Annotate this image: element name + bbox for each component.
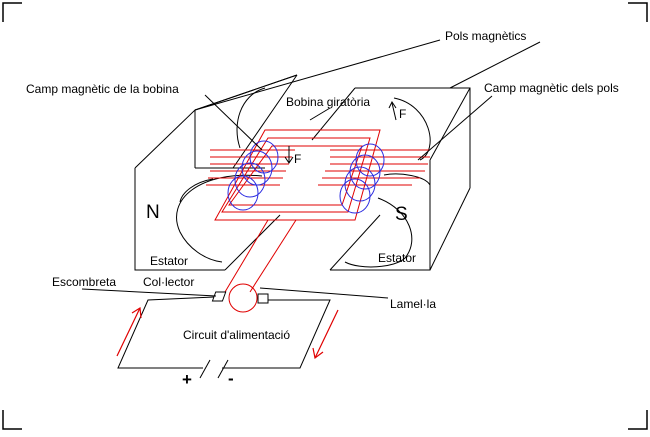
- escombreta-leader: [81, 288, 217, 297]
- label-estator-left: Estator: [150, 254, 188, 268]
- force-arrow-left: [284, 146, 294, 164]
- camp-bobina-leader: [204, 94, 263, 151]
- bobina-leader: [309, 107, 331, 121]
- coil-field-loops: [227, 140, 385, 214]
- label-minus: -: [228, 369, 234, 388]
- label-force-right: F: [399, 107, 406, 121]
- current-arrows: [116, 306, 339, 360]
- label-plus: +: [182, 370, 192, 389]
- brush-right: [257, 293, 269, 304]
- label-estator-right: Estator: [378, 251, 416, 265]
- lamella-leader: [259, 287, 389, 299]
- south-pole-block: [311, 87, 471, 271]
- force-arrow-right: [388, 101, 397, 121]
- label-collector: Col·lector: [143, 275, 194, 289]
- label-escombreta: Escombreta: [52, 275, 116, 289]
- brush-left: [211, 291, 227, 302]
- label-pole-n: N: [146, 202, 160, 223]
- label-camp-pols: Camp magnètic dels pols: [484, 81, 619, 95]
- camp-pols-leader: [417, 95, 493, 161]
- label-bobina-giratoria: Bobina giratòria: [286, 95, 370, 109]
- supply-circuit: [117, 296, 331, 379]
- north-pole-block: [134, 74, 298, 271]
- corner-marks: [2, 2, 648, 430]
- pols-leader-lines: [194, 39, 541, 111]
- label-camp-bobina: Camp magnètic de la bobina: [26, 82, 179, 96]
- commutator: [228, 283, 258, 313]
- label-pole-s: S: [395, 204, 408, 225]
- label-circuit: Circuit d'alimentació: [183, 328, 290, 342]
- rotating-coil: [206, 129, 430, 293]
- label-lamella: Lamel·la: [390, 297, 436, 311]
- pole-field-arcs: [236, 87, 431, 161]
- label-pols-magnetics: Pols magnètics: [445, 29, 526, 43]
- label-force-left: F: [294, 152, 301, 166]
